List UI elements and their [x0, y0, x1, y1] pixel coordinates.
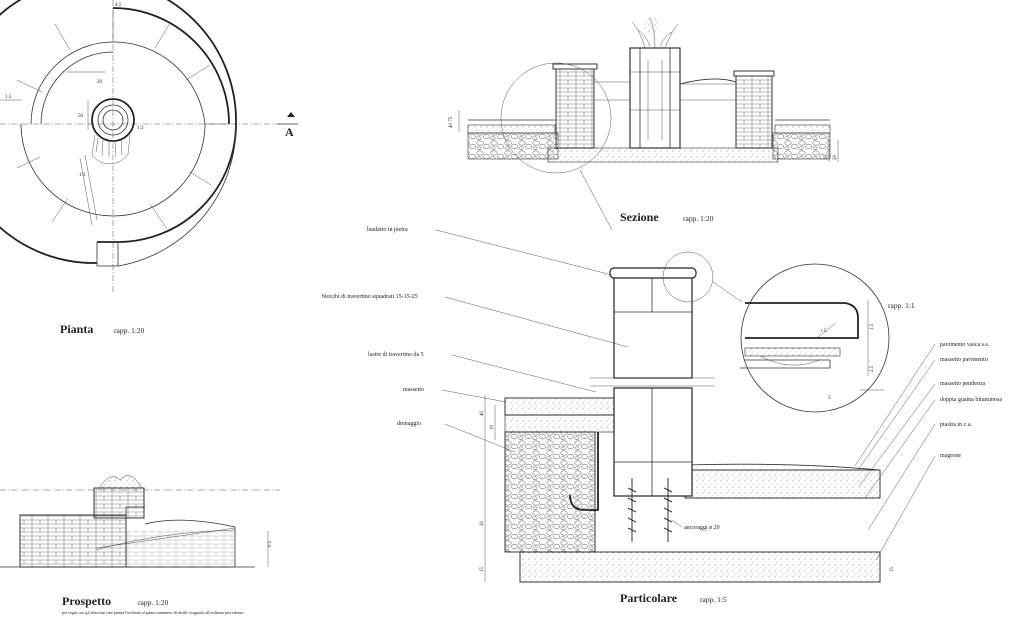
pianta-dim-left: 1.5: [5, 95, 12, 100]
particolare-drawing: [435, 229, 936, 583]
particolare-dim-b: 10: [490, 425, 495, 431]
label-massetto-pavimento: massetto pavimento: [940, 357, 988, 363]
label-piastra: piastra in c.a.: [940, 422, 972, 428]
pianta-dim-top: 4.5: [115, 3, 122, 8]
prospetto-drawing: [0, 475, 280, 568]
sezione-dim-right-b: 20: [833, 155, 838, 161]
prospetto-scale: rapp. 1:20: [138, 598, 169, 607]
label-massetto: massetto: [403, 387, 424, 393]
detail-scale: rapp. 1:1: [888, 301, 915, 310]
particolare-dim-c: 20: [480, 521, 485, 527]
label-bauletto: bauletto in pietra: [367, 227, 408, 233]
label-lastre: lastre di travertino da 5: [368, 352, 424, 358]
label-magrone: magrone: [940, 453, 961, 459]
sezione-title: Sezione: [620, 210, 659, 224]
pianta-title: Pianta: [60, 322, 93, 336]
sezione-drawing: [458, 17, 839, 231]
section-marker-a: A: [285, 125, 294, 139]
prospetto-title: Prospetto: [62, 594, 111, 608]
pianta-dim-radius: 50: [78, 114, 84, 119]
pianta-scale: rapp. 1:20: [114, 326, 145, 335]
sezione-dim-right-a: 15: [824, 155, 829, 161]
particolare-dim-d: 15: [480, 567, 485, 573]
detail-dim-c: 3: [828, 396, 831, 401]
label-ancoraggi: ancoraggi ø 20: [684, 525, 720, 531]
prospetto-dim: 0.5: [268, 540, 273, 547]
label-guaina: doppia guaina bituminosa: [940, 397, 1002, 403]
label-massetto-pendenza: massetto pendenza: [940, 381, 985, 387]
sezione-dim-left: 40 75: [449, 116, 454, 128]
label-pavimento-vasca: pavimento vasca s.s.: [940, 342, 990, 348]
detail-dim-radius: r 5: [821, 329, 827, 334]
pianta-dim-slope-a: 1:3: [137, 126, 144, 131]
prospetto-note: per segni con gli rilasciati fine pianta…: [62, 610, 244, 615]
sezione-scale: rapp. 1:20: [683, 214, 714, 223]
pianta-dim-slope-b: 1:3: [79, 173, 86, 178]
pianta-dim-inner: 20: [97, 80, 103, 85]
label-drenaggio: drenaggio: [397, 421, 421, 427]
particolare-title: Particolare: [620, 591, 678, 605]
detail-dim-a: 1.5: [870, 323, 875, 330]
detail-dim-b: 2.5: [870, 365, 875, 372]
label-blocchi: blocchi di travertino squadrati 15-15-25: [322, 294, 418, 300]
pianta-drawing: [0, 0, 298, 292]
particolare-scale: rapp. 1:5: [700, 595, 727, 604]
particolare-dim-a: 40: [480, 411, 485, 417]
particolare-dim-e: 15: [890, 567, 895, 573]
